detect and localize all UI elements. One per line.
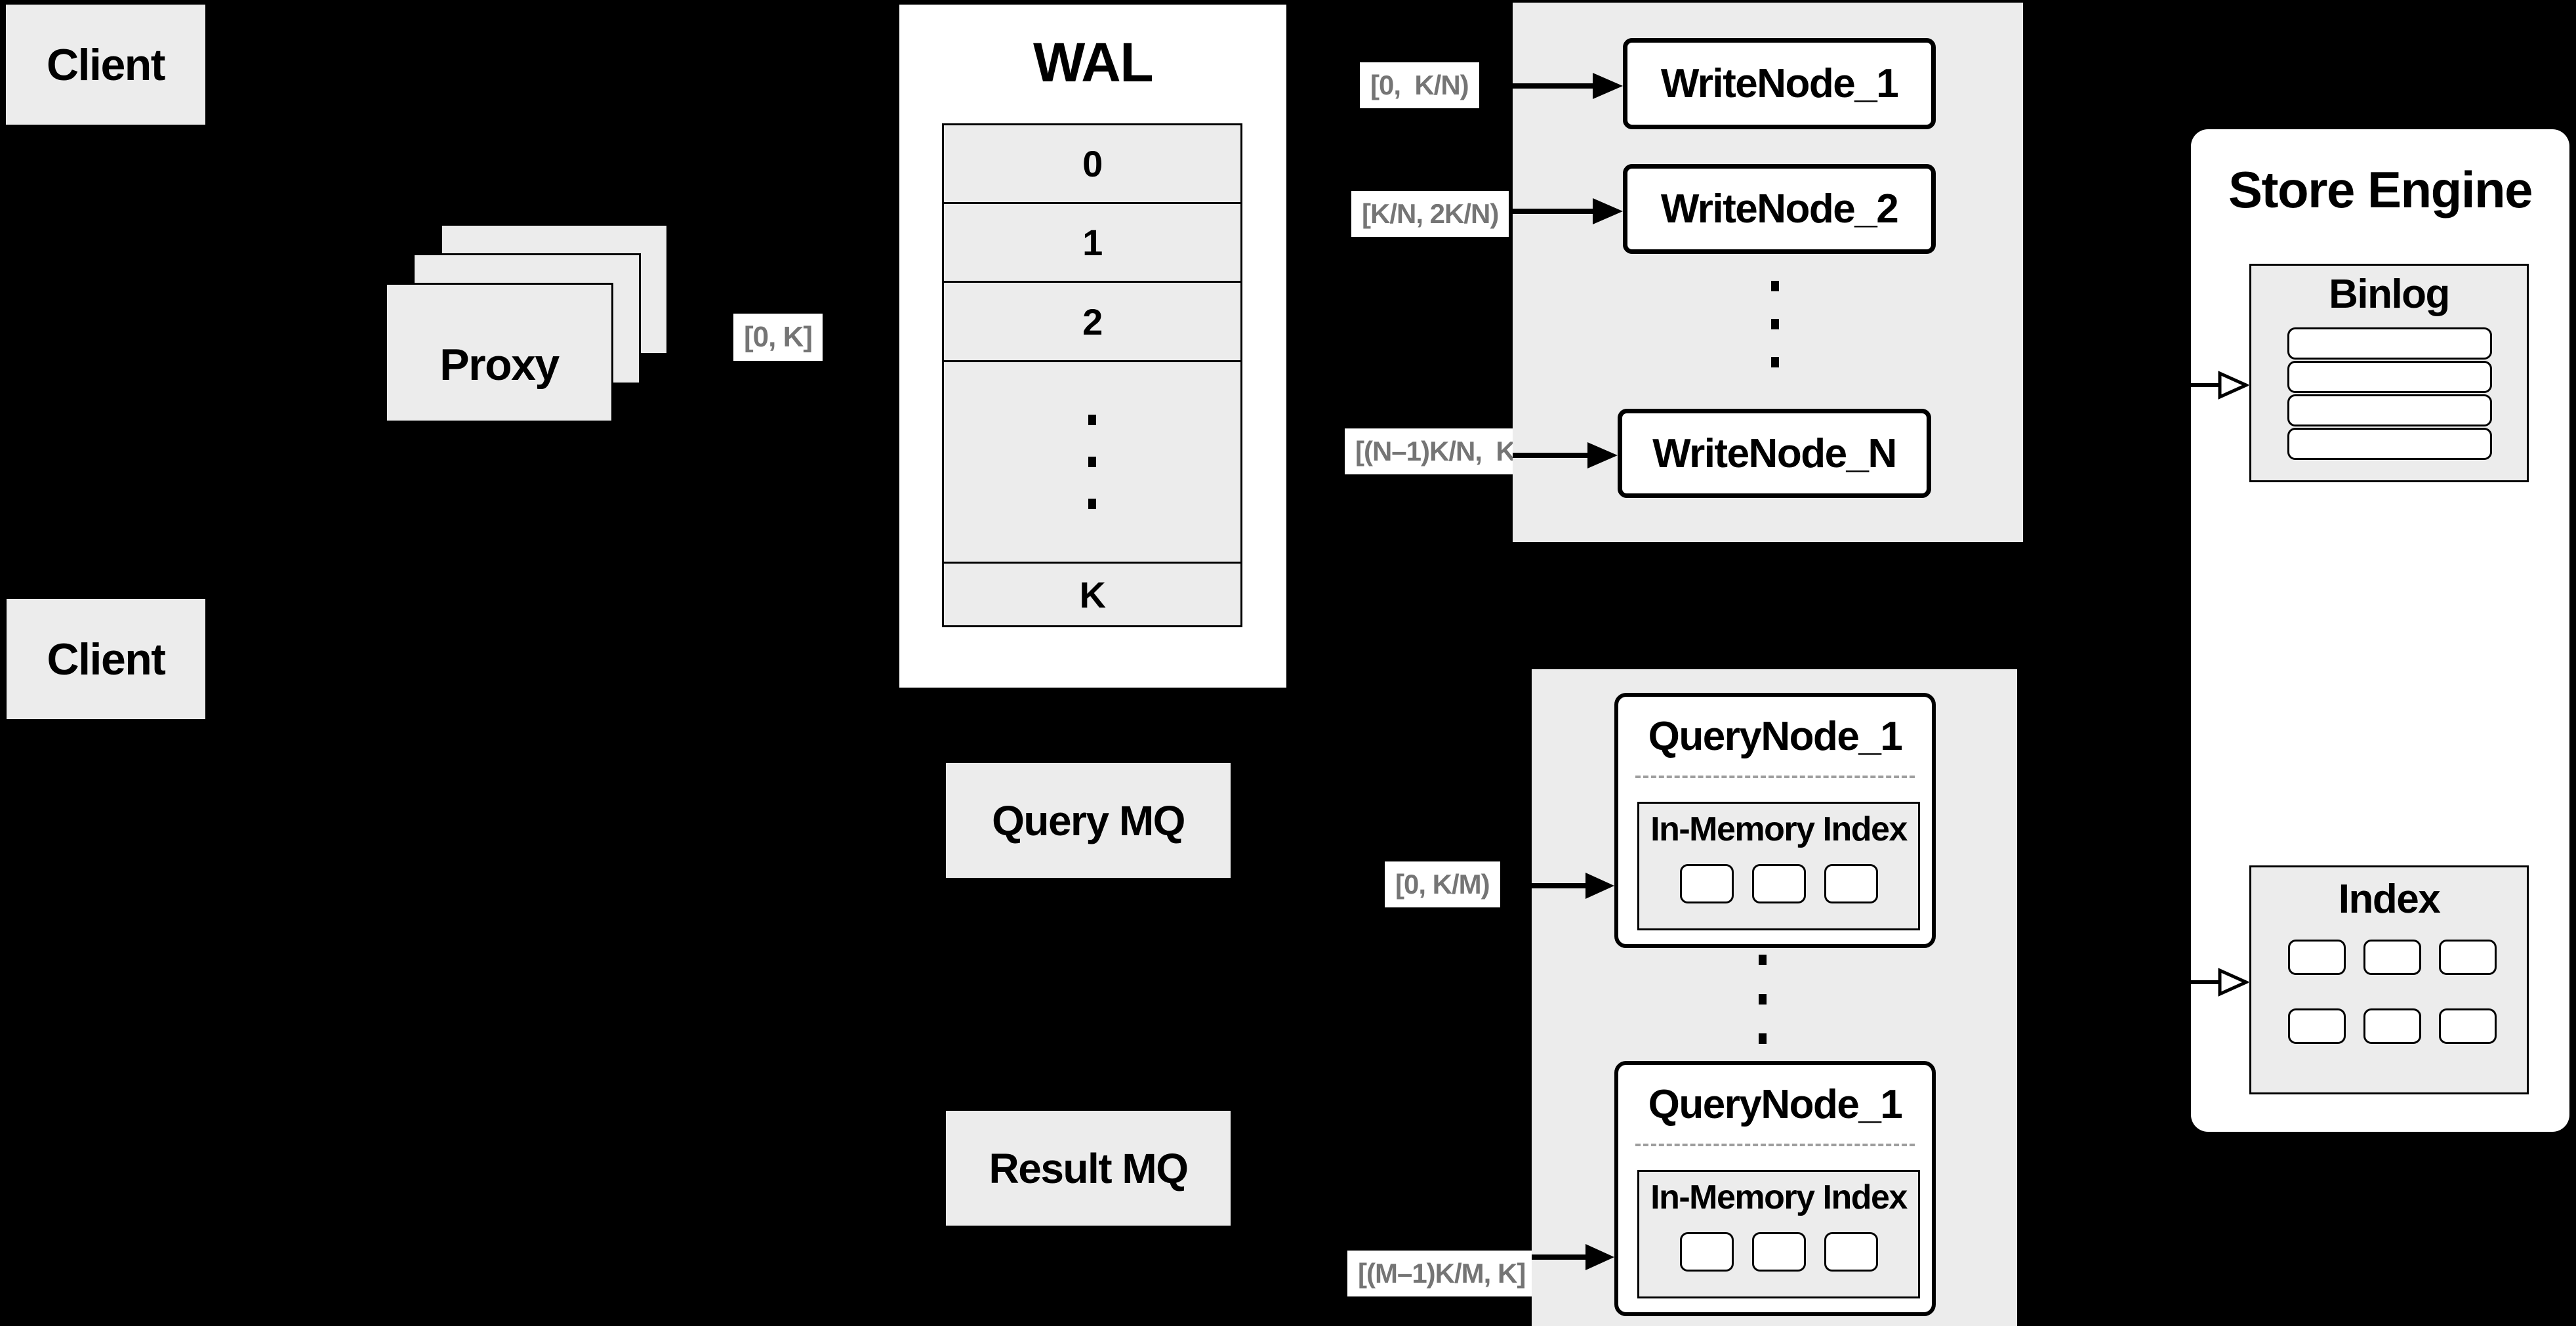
- write-node-n-box: WriteNode_N: [1618, 409, 1931, 498]
- binlog-segment: [2287, 394, 2492, 426]
- arrow-querymq-to-querynode-m-icon: [1532, 1244, 1614, 1270]
- binlog-segments: [2251, 322, 2527, 460]
- wal-box: WAL 0 1 2 K: [899, 5, 1286, 688]
- index-segment: [2288, 940, 2346, 975]
- store-engine-box: Store Engine Binlog Index: [2191, 129, 2569, 1132]
- wal-row-k: K: [944, 564, 1240, 625]
- arrow-querynodes-to-index-icon: [2191, 968, 2249, 997]
- in-memory-index-title-wrap: In-Memory Index: [1639, 1172, 1918, 1223]
- query-node-top-title-wrap: QueryNode_1: [1618, 697, 1932, 776]
- wal-row-2-label: 2: [1082, 300, 1103, 342]
- in-memory-index-label: In-Memory Index: [1650, 1178, 1908, 1216]
- memory-segment: [1751, 1232, 1806, 1272]
- edge-label-wal-to-writenode-1: [0, K/N): [1360, 62, 1479, 108]
- client-top-label: Client: [47, 39, 165, 90]
- wal-row-0: 0: [944, 125, 1240, 204]
- wal-ellipsis-icon: [1088, 415, 1096, 509]
- write-node-1-label: WriteNode_1: [1660, 61, 1899, 106]
- query-mq-label: Query MQ: [992, 797, 1185, 844]
- wal-title-wrap: WAL: [899, 30, 1286, 95]
- result-mq-box: Result MQ: [946, 1111, 1231, 1226]
- binlog-title-wrap: Binlog: [2251, 266, 2527, 322]
- arrow-wal-to-writenode-2-icon: [1513, 198, 1623, 224]
- memory-segment: [1751, 864, 1806, 903]
- binlog-segment: [2287, 327, 2492, 360]
- edge-label-wal-to-writenode-n: [(N–1)K/N, K]: [1345, 428, 1534, 474]
- client-bottom-label: Client: [47, 634, 166, 684]
- edge-label-proxy-to-wal: [0, K]: [733, 314, 823, 361]
- in-memory-index-label: In-Memory Index: [1650, 810, 1908, 848]
- arrow-querymq-to-querynode-1-icon: [1532, 873, 1614, 899]
- in-memory-index-segments: [1639, 1232, 1918, 1272]
- memory-segment: [1824, 864, 1878, 903]
- query-node-top-in-memory-index: In-Memory Index: [1637, 802, 1920, 930]
- index-box: Index: [2249, 865, 2529, 1094]
- store-engine-title: Store Engine: [2228, 160, 2533, 218]
- memory-segment: [1824, 1232, 1878, 1272]
- proxy-box: Proxy: [385, 283, 613, 423]
- write-node-ellipsis-icon: [1771, 281, 1779, 367]
- wal-segment-table: 0 1 2 K: [942, 123, 1242, 627]
- arrow-wal-to-writenode-n-icon: [1513, 442, 1618, 468]
- index-segment: [2439, 1008, 2497, 1044]
- wal-row-k-label: K: [1079, 573, 1106, 615]
- memory-segment: [1679, 1232, 1734, 1272]
- in-memory-index-segments: [1639, 864, 1918, 903]
- query-node-top-divider: [1635, 776, 1915, 778]
- write-node-n-label: WriteNode_N: [1652, 430, 1897, 476]
- query-node-ellipsis-icon: [1759, 955, 1767, 1044]
- index-title-wrap: Index: [2251, 867, 2527, 930]
- index-segment: [2363, 940, 2421, 975]
- arrow-wal-to-writenode-1-icon: [1513, 73, 1623, 99]
- query-node-bottom-in-memory-index: In-Memory Index: [1637, 1170, 1920, 1298]
- proxy-label: Proxy: [440, 339, 560, 390]
- memory-segment: [1679, 864, 1734, 903]
- query-mq-box: Query MQ: [946, 763, 1231, 878]
- index-segments: [2251, 930, 2527, 1044]
- wal-row-ellipsis: [944, 362, 1240, 564]
- write-node-group: WriteNode_1 WriteNode_2 WriteNode_N: [1513, 3, 2023, 542]
- write-node-1-box: WriteNode_1: [1623, 38, 1936, 129]
- wal-row-2: 2: [944, 283, 1240, 362]
- index-segment: [2439, 940, 2497, 975]
- binlog-title: Binlog: [2329, 271, 2450, 317]
- query-node-top-box: QueryNode_1 In-Memory Index: [1614, 693, 1936, 948]
- index-segment: [2288, 1008, 2346, 1044]
- index-segment: [2363, 1008, 2421, 1044]
- in-memory-index-title-wrap: In-Memory Index: [1639, 804, 1918, 855]
- arrow-writenodes-to-binlog-icon: [2191, 371, 2249, 400]
- query-node-bottom-title: QueryNode_1: [1648, 1081, 1903, 1127]
- query-node-bottom-box: QueryNode_1 In-Memory Index: [1614, 1061, 1936, 1316]
- query-node-top-title: QueryNode_1: [1648, 713, 1903, 759]
- index-title: Index: [2338, 876, 2441, 922]
- binlog-box: Binlog: [2249, 264, 2529, 482]
- write-node-2-box: WriteNode_2: [1623, 164, 1936, 254]
- store-engine-title-wrap: Store Engine: [2191, 157, 2569, 222]
- result-mq-label: Result MQ: [989, 1144, 1189, 1192]
- wal-row-0-label: 0: [1082, 143, 1103, 184]
- edge-label-querymq-to-querynode-m: [(M–1)K/M, K]: [1347, 1251, 1536, 1296]
- client-bottom-box: Client: [7, 599, 205, 719]
- wal-row-1: 1: [944, 204, 1240, 283]
- edge-label-wal-to-writenode-2: [K/N, 2K/N): [1351, 191, 1509, 237]
- query-node-bottom-divider: [1635, 1144, 1915, 1146]
- binlog-segment: [2287, 361, 2492, 393]
- edge-label-querymq-to-querynode-1: [0, K/M): [1385, 861, 1500, 907]
- write-node-2-label: WriteNode_2: [1660, 186, 1899, 232]
- query-node-bottom-title-wrap: QueryNode_1: [1618, 1065, 1932, 1144]
- binlog-segment: [2287, 428, 2492, 460]
- query-node-group: QueryNode_1 In-Memory Index QueryNode_1: [1532, 669, 2017, 1326]
- wal-title: WAL: [1032, 31, 1154, 93]
- wal-row-1-label: 1: [1082, 222, 1103, 263]
- client-top-box: Client: [6, 5, 205, 125]
